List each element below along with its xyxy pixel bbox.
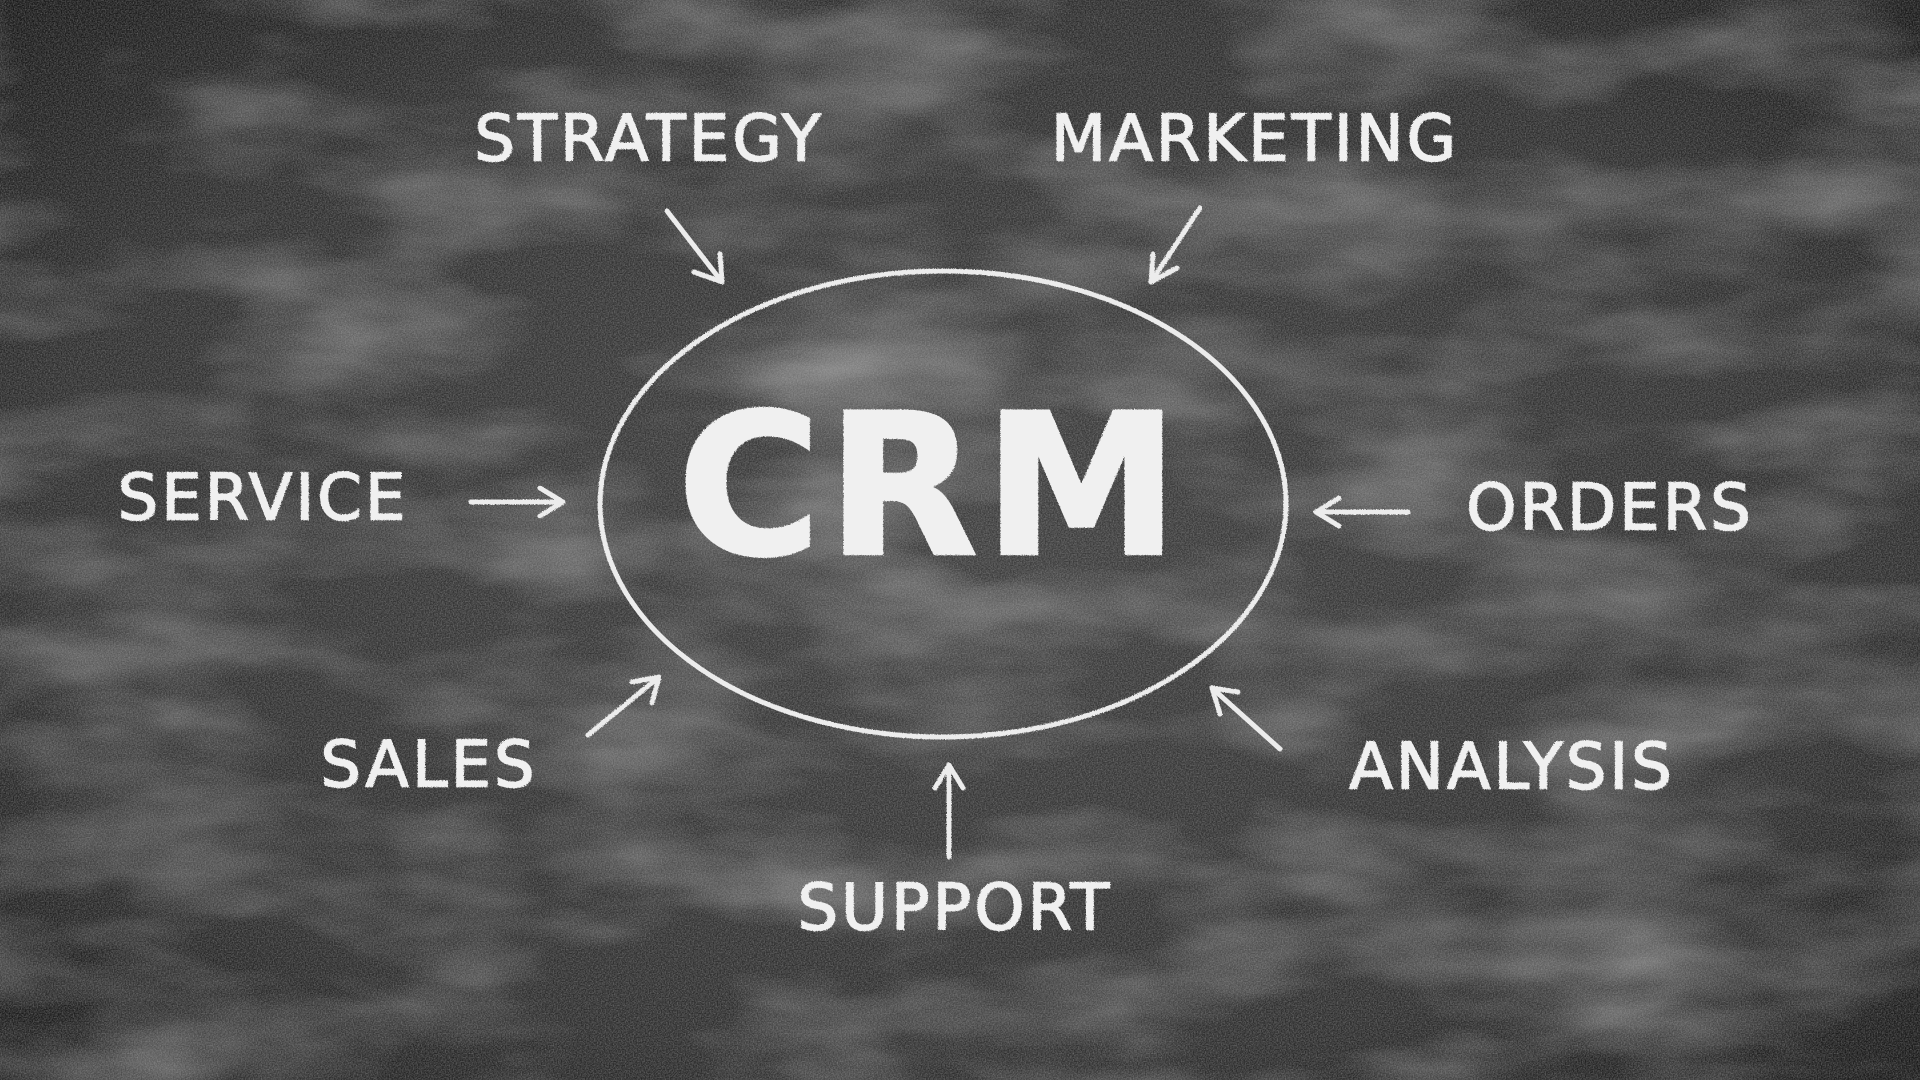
arrow-service — [468, 485, 566, 519]
arrow-orders — [1313, 495, 1411, 529]
crm-ellipse — [597, 268, 1289, 740]
node-orders: ORDERS — [1466, 472, 1754, 546]
node-analysis: ANALYSIS — [1349, 731, 1675, 805]
crm-label: CRM — [677, 373, 1185, 601]
node-service: SERVICE — [118, 462, 409, 536]
arrow-support — [932, 762, 966, 860]
node-sales: SALES — [320, 729, 537, 803]
node-strategy: STRATEGY — [474, 103, 823, 177]
arrow-marketing — [1148, 205, 1203, 285]
node-marketing: MARKETING — [1051, 103, 1459, 177]
arrow-analysis — [1209, 685, 1283, 752]
arrow-sales — [585, 674, 662, 738]
node-support: SUPPORT — [798, 872, 1113, 946]
arrow-strategy — [664, 208, 725, 285]
